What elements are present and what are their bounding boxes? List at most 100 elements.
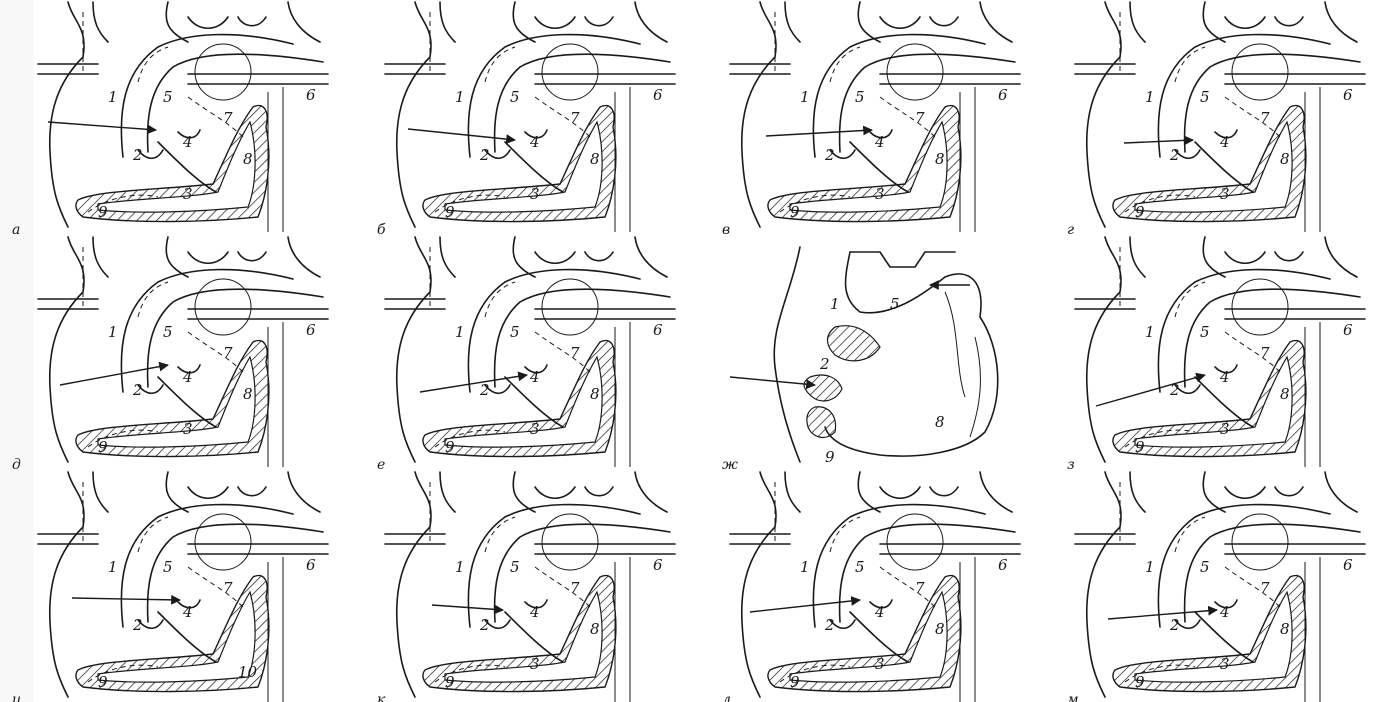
structure-number: 8 [1280, 620, 1290, 638]
structure-number: 1 [108, 323, 118, 341]
structure-number: 8 [590, 620, 600, 638]
structure-number: 5 [510, 88, 520, 106]
structure-number: 9 [1135, 673, 1145, 691]
panel-label: м [1067, 692, 1079, 702]
structure-number: 2 [824, 146, 835, 164]
panel-label: и [12, 692, 21, 702]
structure-number: 6 [1343, 556, 1353, 574]
structure-number: 4 [1219, 603, 1230, 621]
structure-number: 6 [306, 321, 316, 339]
vena-cava [1087, 2, 1145, 227]
structure-number: 2 [132, 146, 143, 164]
structure-number: 4 [874, 133, 885, 151]
structure-number: 10 [238, 663, 258, 681]
structure-number: 7 [223, 109, 233, 127]
structure-number: 4 [874, 603, 885, 621]
structure-number: 7 [570, 109, 580, 127]
structure-number: 9 [445, 203, 455, 221]
structure-number: 4 [182, 133, 193, 151]
left-margin-bleed [0, 0, 34, 702]
structure-number: 9 [790, 673, 800, 691]
structure-number: 7 [915, 579, 925, 597]
vena-cava [397, 237, 455, 462]
panel-label: ж [722, 457, 738, 473]
great-vessels [121, 2, 323, 157]
great-vessels [1158, 2, 1360, 157]
panel-label: д [12, 457, 21, 473]
structure-number: 3 [1220, 185, 1230, 203]
heart-outline [774, 247, 998, 462]
structure-number: 9 [98, 203, 108, 221]
structure-number: 3 [1220, 420, 1230, 438]
structure-number: 3 [183, 420, 193, 438]
structure-number: 1 [108, 88, 118, 106]
structure-number: 1 [455, 88, 465, 106]
structure-number: 7 [570, 344, 580, 362]
structure-number: 3 [530, 420, 540, 438]
structure-number: 5 [510, 558, 520, 576]
structure-number: 9 [825, 448, 835, 466]
structure-number: 5 [1200, 558, 1210, 576]
structure-number: 2 [1169, 381, 1180, 399]
structure-number: 4 [182, 603, 193, 621]
structure-number: 8 [935, 620, 945, 638]
great-vessels [1158, 472, 1360, 627]
structure-number: 5 [855, 558, 865, 576]
structure-number: 3 [875, 185, 885, 203]
structure-number: 2 [479, 616, 490, 634]
great-vessels [1158, 237, 1360, 392]
structure-number: 6 [306, 86, 316, 104]
structure-number: 7 [570, 579, 580, 597]
great-vessels [121, 472, 323, 627]
vena-cava [397, 2, 455, 227]
structure-number: 4 [529, 368, 540, 386]
structure-number: 3 [183, 185, 193, 203]
structure-number: 3 [875, 655, 885, 673]
panel-label: з [1067, 457, 1075, 473]
great-vessels [468, 2, 670, 157]
great-vessels [813, 2, 1015, 157]
structure-number: 2 [819, 355, 830, 373]
panel-label: к [377, 692, 386, 702]
vessel-top [850, 252, 955, 267]
structure-number: 4 [1219, 133, 1230, 151]
structure-number: 1 [830, 295, 840, 313]
structure-number: 5 [163, 323, 173, 341]
structure-number: 1 [800, 88, 810, 106]
structure-number: 5 [163, 558, 173, 576]
vena-cava [1087, 472, 1145, 697]
structure-number: 9 [98, 438, 108, 456]
vena-cava [50, 237, 108, 462]
structure-number: 6 [653, 556, 663, 574]
panel-label: г [1067, 222, 1074, 238]
structure-number: 1 [1145, 88, 1155, 106]
structure-number: 2 [132, 381, 143, 399]
great-vessels [813, 472, 1015, 627]
ductus-tissue [804, 326, 880, 438]
structure-number: 8 [590, 150, 600, 168]
structure-number: 2 [824, 616, 835, 634]
great-vessels [468, 237, 670, 392]
structure-number: 6 [1343, 321, 1353, 339]
structure-number: 9 [445, 438, 455, 456]
structure-number: 7 [223, 579, 233, 597]
structure-number: 2 [132, 616, 143, 634]
great-vessels [468, 472, 670, 627]
structure-number: 5 [1200, 323, 1210, 341]
structure-number: 1 [800, 558, 810, 576]
structure-number: 2 [479, 381, 490, 399]
structure-number: 8 [935, 413, 945, 431]
structure-number: 7 [1260, 579, 1270, 597]
vena-cava [742, 2, 800, 227]
structure-number: 9 [790, 203, 800, 221]
structure-number: 2 [1169, 616, 1180, 634]
